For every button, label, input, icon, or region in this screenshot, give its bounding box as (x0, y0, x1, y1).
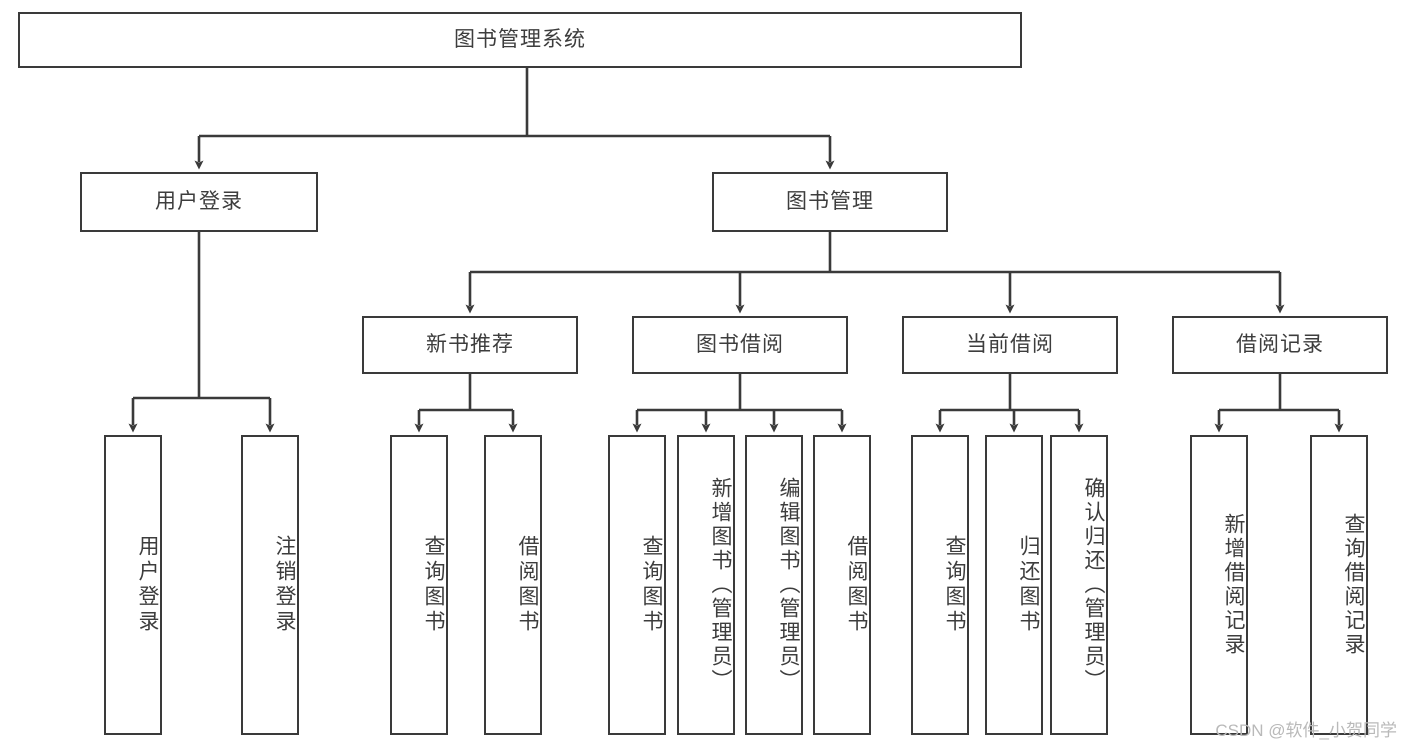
node-book-borrow: 图书借阅 (632, 316, 848, 374)
node-leaf-return-book: 归还图书 (985, 435, 1043, 735)
node-label: 编辑图书（管理员） (777, 477, 800, 693)
node-leaf-query-book-2: 查询图书 (608, 435, 666, 735)
node-label: 注销登录 (273, 535, 296, 635)
node-label: 新增借阅记录 (1222, 513, 1245, 657)
node-leaf-edit-book: 编辑图书（管理员） (745, 435, 803, 735)
node-leaf-borrow-book-2: 借阅图书 (813, 435, 871, 735)
node-label: 借阅图书 (845, 535, 868, 635)
node-label: 当前借阅 (966, 333, 1054, 357)
node-borrow-record: 借阅记录 (1172, 316, 1388, 374)
node-label: 新增图书（管理员） (709, 477, 732, 693)
node-label: 查询图书 (640, 535, 663, 635)
node-label: 用户登录 (155, 190, 243, 214)
node-leaf-borrow-book-1: 借阅图书 (484, 435, 542, 735)
node-leaf-user-logout: 注销登录 (241, 435, 299, 735)
node-label: 图书借阅 (696, 333, 784, 357)
node-label: 借阅图书 (516, 535, 539, 635)
node-current-borrow: 当前借阅 (902, 316, 1118, 374)
node-label: 查询借阅记录 (1342, 513, 1365, 657)
node-leaf-user-login: 用户登录 (104, 435, 162, 735)
node-leaf-query-book-1: 查询图书 (390, 435, 448, 735)
node-new-book-rec: 新书推荐 (362, 316, 578, 374)
node-leaf-query-record: 查询借阅记录 (1310, 435, 1368, 735)
node-leaf-confirm-ret: 确认归还（管理员） (1050, 435, 1108, 735)
node-leaf-add-book: 新增图书（管理员） (677, 435, 735, 735)
watermark-label: CSDN @软件_小贺同学 (1215, 721, 1397, 740)
node-leaf-query-book-3: 查询图书 (911, 435, 969, 735)
node-label: 图书管理 (786, 190, 874, 214)
node-leaf-add-record: 新增借阅记录 (1190, 435, 1248, 735)
node-label: 归还图书 (1017, 535, 1040, 635)
node-label: 图书管理系统 (454, 28, 586, 52)
node-book-manage: 图书管理 (712, 172, 948, 232)
node-root: 图书管理系统 (18, 12, 1022, 68)
node-label: 查询图书 (943, 535, 966, 635)
node-user-login: 用户登录 (80, 172, 318, 232)
node-label: 新书推荐 (426, 333, 514, 357)
node-label: 确认归还（管理员） (1082, 477, 1105, 693)
node-label: 用户登录 (136, 535, 159, 635)
node-label: 查询图书 (422, 535, 445, 635)
node-label: 借阅记录 (1236, 333, 1324, 357)
